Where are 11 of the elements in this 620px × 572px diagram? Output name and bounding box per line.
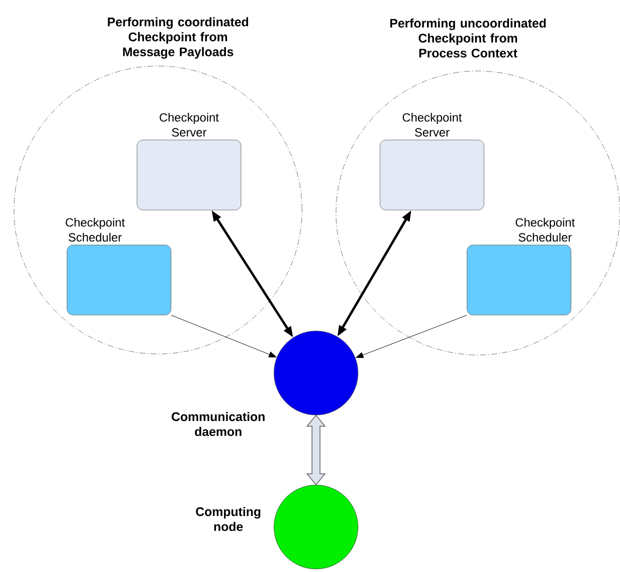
zone-heading: Performing uncoordinated Checkpoint from Process Context [390,18,546,58]
box-label: Checkpoint Server [160,112,219,137]
arrow [356,314,468,358]
zone-heading: Performing coordinated Checkpoint from Message Payloads [108,17,248,59]
node-label: Communication daemon [172,412,265,436]
box-label: Checkpoint Server [402,112,462,137]
arrow [170,314,276,358]
block-arrow [306,414,326,486]
box-label: Checkpoint Scheduler [66,218,125,242]
node-label: Computing node [196,506,260,532]
box-label: Checkpoint Scheduler [516,218,575,242]
